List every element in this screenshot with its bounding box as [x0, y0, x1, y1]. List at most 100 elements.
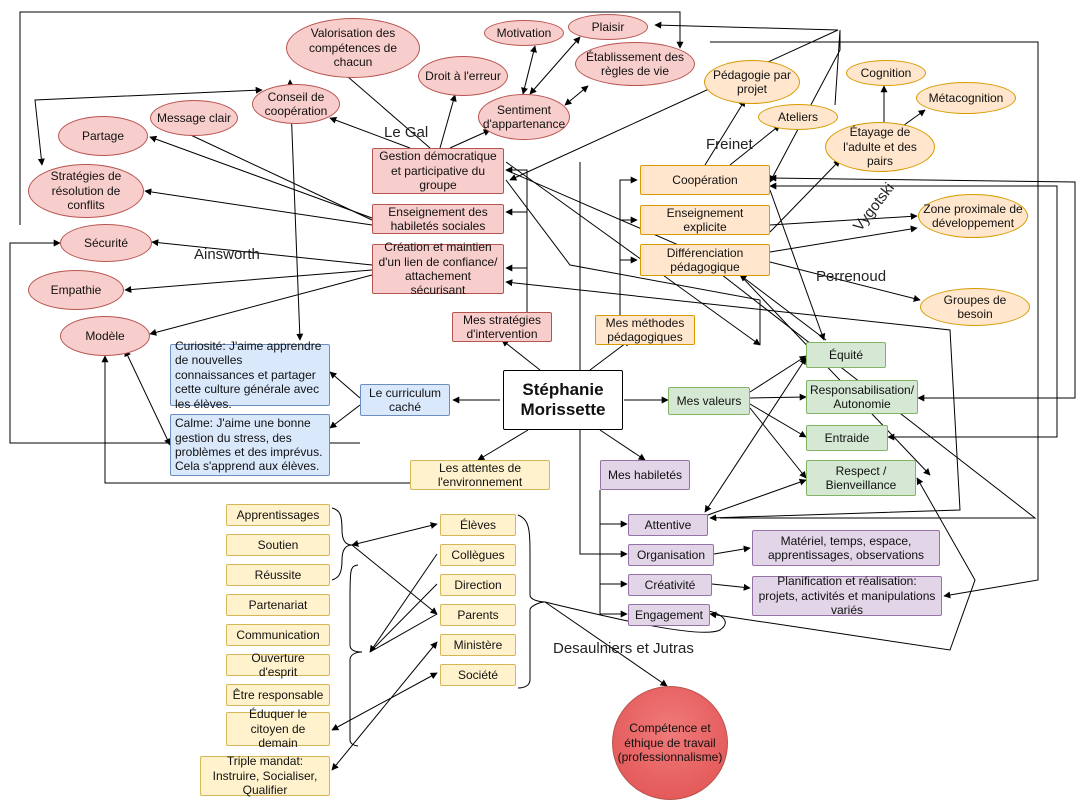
creativite-node: Créativité: [628, 574, 712, 596]
differenciation-node: Différenciation pédagogique: [640, 244, 770, 276]
edge: [599, 429, 646, 461]
edge: [769, 225, 918, 253]
mes-strategies-node: Mes stratégies d'intervention: [452, 312, 552, 342]
edge: [599, 554, 628, 588]
edge: [369, 613, 438, 653]
edge: [509, 29, 839, 181]
respect-node: Respect / Bienveillance: [806, 460, 916, 496]
competence-node: Compétence et éthique de travail (profes…: [612, 686, 728, 800]
edge: [449, 129, 491, 149]
edge: [599, 584, 628, 618]
edge: [149, 135, 373, 219]
partage-node: Partage: [58, 116, 148, 156]
communication-node: Communication: [226, 624, 330, 646]
parents-node: Parents: [440, 604, 516, 626]
edge: [149, 274, 373, 336]
edge: [529, 36, 581, 95]
edge: [769, 174, 1076, 402]
sentiment-node: Sentiment d'appartenance: [478, 94, 570, 140]
cognition-node: Cognition: [846, 60, 926, 86]
edge: [749, 393, 807, 401]
materiel-node: Matériel, temps, espace, apprentissages,…: [752, 530, 940, 566]
attentes-node: Les attentes de l'environnement: [410, 460, 550, 490]
attentive-node: Attentive: [628, 514, 708, 536]
edge: [179, 129, 373, 221]
edge: [834, 29, 841, 106]
label-freinet: Freinet: [706, 136, 753, 153]
organisation-node: Organisation: [628, 544, 714, 566]
etre-responsable-node: Être responsable: [226, 684, 330, 706]
edge: [331, 507, 353, 581]
edge: [34, 86, 263, 166]
edge: [704, 357, 807, 513]
responsabilisation-node: Responsabilisation/ Autonomie: [806, 380, 918, 414]
zone-proximale-node: Zone proximale de développement: [918, 194, 1028, 238]
edge: [544, 601, 668, 687]
securite-node: Sécurité: [60, 224, 152, 262]
plaisir-node: Plaisir: [568, 14, 648, 40]
edge: [769, 212, 918, 226]
etayage-node: Étayage de l'adulte et des pairs: [825, 122, 935, 172]
edge: [619, 176, 638, 315]
collegues-node: Collègues: [440, 544, 516, 566]
societe-node: Société: [440, 664, 516, 686]
label-perrenoud: Perrenoud: [816, 268, 887, 285]
direction-node: Direction: [440, 574, 516, 596]
conseil-node: Conseil de coopération: [252, 84, 340, 124]
edge: [710, 41, 1039, 599]
eduquer-node: Éduquer le citoyen de demain: [226, 707, 330, 750]
edge: [599, 490, 628, 528]
ateliers-node: Ateliers: [758, 104, 838, 130]
valorisation-node: Valorisation des compétences de chacun: [286, 18, 420, 78]
label-legal: Le Gal: [384, 124, 429, 141]
edge: [505, 161, 761, 346]
label-ainsworth: Ainsworth: [194, 246, 260, 263]
edge: [329, 116, 411, 149]
edge: [351, 544, 438, 615]
motivation-node: Motivation: [484, 20, 564, 46]
edge: [749, 355, 807, 393]
gestion-node: Gestion démocratique et participative du…: [372, 148, 504, 194]
edge: [713, 545, 751, 555]
label-desaulniers: Desaulniers et Jutras: [553, 640, 694, 657]
edge: [654, 21, 839, 31]
central-node: Stéphanie Morissette: [503, 370, 623, 430]
empathie-node: Empathie: [28, 270, 124, 310]
edge: [739, 274, 931, 476]
edge: [709, 477, 976, 651]
edge: [144, 188, 373, 226]
edge: [517, 514, 546, 689]
edge: [477, 429, 529, 461]
strategies-node: Stratégies de résolution de conflits: [28, 164, 144, 218]
apprentissages-node: Apprentissages: [226, 504, 330, 526]
planification-node: Planification et réalisation: projets, a…: [752, 574, 942, 617]
edge: [704, 99, 746, 166]
soutien-node: Soutien: [226, 534, 330, 556]
edge: [331, 641, 438, 771]
edge: [369, 583, 438, 653]
edge: [505, 166, 528, 315]
edge: [151, 239, 373, 266]
creation-lien-node: Création et maintien d'un lien de confia…: [372, 240, 504, 297]
message-node: Message clair: [150, 100, 238, 136]
droit-erreur-node: Droit à l'erreur: [418, 56, 508, 96]
ministere-node: Ministère: [440, 634, 516, 656]
enseignement-habiletes-node: Enseignement des habiletés sociales: [372, 204, 504, 234]
edge: [19, 11, 684, 225]
edge: [124, 349, 171, 446]
edge: [544, 601, 726, 633]
edge: [564, 85, 589, 106]
mes-habiletes-node: Mes habiletés: [600, 460, 690, 490]
edge: [729, 124, 781, 166]
edge: [331, 672, 438, 731]
mes-methodes-node: Mes méthodes pédagogiques: [595, 315, 695, 345]
cooperation-node: Coopération: [640, 165, 770, 195]
curriculum-cache-node: Le curriculum caché: [360, 384, 450, 416]
calme-node: Calme: J'aime une bonne gestion du stres…: [170, 414, 330, 476]
edge: [739, 274, 827, 341]
reussite-node: Réussite: [226, 564, 330, 586]
curiosite-node: Curiosité: J'aime apprendre de nouvelles…: [170, 339, 330, 411]
edge: [439, 94, 457, 149]
